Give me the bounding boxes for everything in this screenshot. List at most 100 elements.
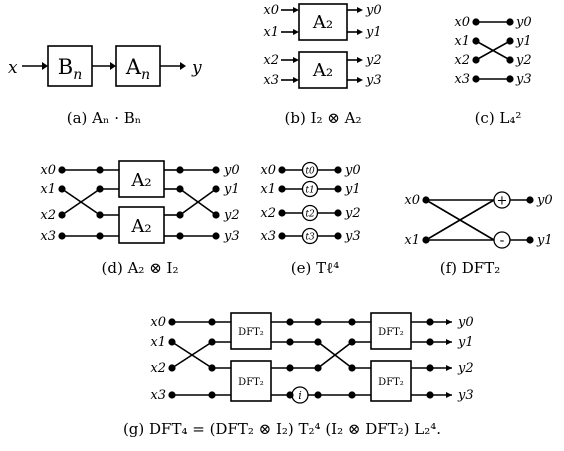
panel-f-minus: -: [500, 233, 505, 249]
panel-g-dft-box-3-label: DFT₂: [378, 327, 404, 338]
panel-d-output-y0: y0: [223, 163, 240, 178]
signal-wire: [179, 188, 217, 216]
node-dot-icon: [334, 232, 342, 240]
panel-f-output-y0: y0: [536, 193, 553, 208]
node-dot-icon: [96, 185, 104, 193]
twiddle-node-icon: [301, 161, 319, 179]
signal-wire: [425, 199, 495, 241]
node-dot-icon: [526, 196, 534, 204]
node-dot-icon: [334, 209, 342, 217]
panel-g-output-y2: y2: [457, 361, 474, 376]
node-dot-icon: [506, 37, 514, 45]
panel-b: x0 x1 x2 x3 A₂ A₂ y0 y1 y2 y3 (b) I₂ ⊗ A…: [263, 3, 381, 127]
panel-d-output-y3: y3: [223, 229, 240, 244]
panel-c: x0 x1 x2 x3 y0 y1 y2 y3 (c) L₄²: [454, 15, 531, 127]
panel-d-box-top: [118, 160, 165, 198]
twiddle-node-icon: [301, 227, 319, 245]
node-dot-icon: [506, 75, 514, 83]
node-dot-icon: [286, 318, 294, 326]
node-dot-icon: [348, 391, 356, 399]
panel-d-box-bottom-label: A₂: [130, 216, 151, 237]
panel-d: x0 x1 x2 x3 A₂ A₂ y0 y1: [40, 160, 240, 277]
node-dot-icon: [286, 391, 294, 399]
node-dot-icon: [176, 211, 184, 219]
panel-b-input-x1: x1: [263, 25, 279, 40]
node-dot-icon: [472, 37, 480, 45]
panel-g-dft-box-1: [230, 312, 272, 350]
arrowhead-icon: [293, 29, 299, 35]
node-dot-icon: [278, 166, 286, 174]
panel-e-input-x0: x0: [260, 163, 276, 178]
panel-e: x0 x1 x2 x3 t0 t1 t2 t3 y0 y1 y2 y3 (e) …: [260, 161, 361, 277]
panel-c-output-y2: y2: [515, 53, 532, 68]
node-dot-icon: [426, 338, 434, 346]
panel-e-twiddle-t3: t3: [305, 233, 315, 243]
panel-b-input-x2: x2: [263, 53, 279, 68]
node-dot-icon: [58, 232, 66, 240]
node-dot-icon: [208, 318, 216, 326]
panel-g-output-y0: y0: [457, 315, 474, 330]
signal-wire: [475, 40, 511, 61]
panel-b-box-top: [298, 3, 348, 41]
panel-g-dft-box-3: [370, 312, 412, 350]
arrowhead-icon: [446, 365, 452, 371]
panel-e-caption: (e) Tℓ⁴: [291, 259, 340, 277]
panel-e-twiddle-t0: t0: [305, 167, 315, 177]
panel-g-dft-box-2: [230, 360, 272, 402]
panel-d-input-x3: x3: [40, 229, 56, 244]
node-dot-icon: [314, 318, 322, 326]
node-dot-icon: [96, 211, 104, 219]
panel-g-input-x2: x2: [150, 361, 166, 376]
twiddle-node-icon: [301, 204, 319, 222]
panel-g: x0 x1 x2 x3 DFT₂ DFT₂ i: [123, 312, 474, 438]
panel-c-input-x3: x3: [454, 72, 470, 87]
arrowhead-icon: [110, 62, 116, 70]
node-dot-icon: [58, 185, 66, 193]
panel-f-output-y1: y1: [536, 233, 553, 248]
node-dot-icon: [426, 391, 434, 399]
arrowhead-icon: [293, 7, 299, 13]
panel-f-caption: (f) DFT₂: [440, 259, 500, 277]
arrowhead-icon: [293, 77, 299, 83]
node-dot-icon: [208, 391, 216, 399]
panel-c-input-x2: x2: [454, 53, 470, 68]
node-dot-icon: [176, 232, 184, 240]
node-dot-icon: [96, 166, 104, 174]
panel-a-input-label: x: [8, 58, 18, 78]
node-dot-icon: [422, 196, 430, 204]
panel-a-output-label: y: [191, 58, 202, 78]
arrowhead-icon: [446, 339, 452, 345]
panel-f-input-x0: x0: [404, 193, 420, 208]
panel-d-input-x0: x0: [40, 163, 56, 178]
panel-d-output-y2: y2: [223, 208, 240, 223]
node-dot-icon: [314, 391, 322, 399]
subtractor-node-icon: [493, 231, 511, 249]
panel-a-box-a: [115, 45, 161, 87]
node-dot-icon: [278, 185, 286, 193]
panel-g-input-x1: x1: [150, 335, 166, 350]
node-dot-icon: [472, 56, 480, 64]
node-dot-icon: [168, 364, 176, 372]
panel-c-output-y3: y3: [515, 72, 532, 87]
node-dot-icon: [176, 185, 184, 193]
arrowhead-icon: [357, 57, 363, 63]
arrowhead-icon: [357, 29, 363, 35]
node-dot-icon: [176, 166, 184, 174]
panel-e-output-y0: y0: [344, 163, 361, 178]
panel-b-input-x3: x3: [263, 73, 279, 88]
node-dot-icon: [348, 338, 356, 346]
node-dot-icon: [168, 338, 176, 346]
panel-c-output-y1: y1: [515, 34, 532, 49]
node-dot-icon: [96, 232, 104, 240]
panel-d-box-bottom: [118, 206, 165, 244]
panel-f-input-x1: x1: [404, 233, 420, 248]
signal-wire: [61, 188, 101, 216]
node-dot-icon: [212, 232, 220, 240]
arrowhead-icon: [180, 62, 186, 70]
node-dot-icon: [212, 211, 220, 219]
node-dot-icon: [334, 166, 342, 174]
panel-b-caption: (b) I₂ ⊗ A₂: [285, 109, 362, 127]
panel-b-input-x0: x0: [263, 3, 279, 18]
panel-a-box-b-label: Bn: [58, 55, 82, 83]
panel-g-dft-box-4-label: DFT₂: [378, 377, 404, 388]
